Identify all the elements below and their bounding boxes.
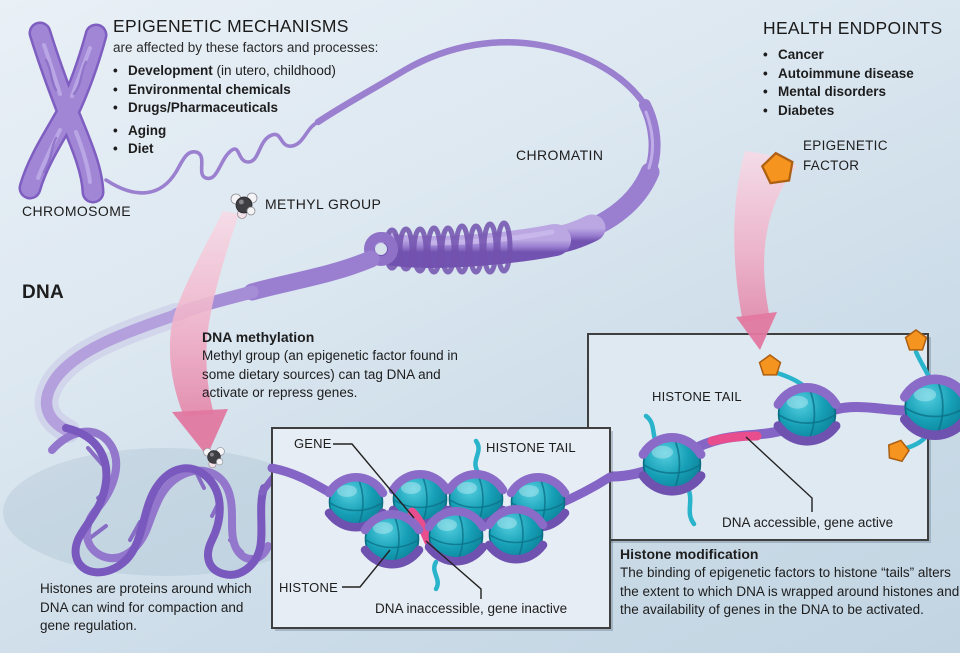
- factor-item: Aging: [113, 122, 378, 141]
- histone-modification-block: Histone modification The binding of epig…: [620, 546, 960, 620]
- health-panel: HEALTH ENDPOINTS Cancer Autoimmune disea…: [763, 18, 943, 120]
- histone-note: Histones are proteins around which DNA c…: [40, 581, 252, 633]
- dna-methylation-arrow: [169, 211, 239, 456]
- mechanisms-title: EPIGENETIC MECHANISMS: [113, 16, 349, 36]
- helix-strand-back: [48, 427, 272, 563]
- gene-label: GENE: [294, 436, 332, 451]
- epigenetic-factor-bound-icon: [904, 329, 928, 351]
- health-item: Autoimmune disease: [763, 65, 943, 84]
- nucleosome: [489, 508, 543, 561]
- mechanisms-panel: EPIGENETIC MECHANISMS are affected by th…: [113, 16, 378, 159]
- dna-methylation-body: Methyl group (an epigenetic factor found…: [202, 348, 458, 400]
- nucleosome: [365, 513, 419, 566]
- methyl-group-label: METHYL GROUP: [265, 196, 382, 212]
- helix-strand-front: [62, 424, 268, 579]
- leader-line-histone: [342, 549, 391, 588]
- nucleosome: [778, 386, 836, 443]
- histone-modification-body: The binding of epigenetic factors to his…: [620, 565, 960, 617]
- chromosome-label: CHROMOSOME: [22, 203, 131, 219]
- dna-helix: [3, 303, 327, 579]
- chromatin-coil: [169, 220, 571, 322]
- active-caption: DNA accessible, gene active: [722, 515, 894, 530]
- leader-line-gene: [333, 443, 415, 519]
- histone-tail-label-inactive: HISTONE TAIL: [486, 440, 576, 455]
- inset-box-inactive: [267, 427, 615, 631]
- health-title: HEALTH ENDPOINTS: [763, 18, 943, 38]
- histone-modification-title: Histone modification: [620, 546, 759, 562]
- dna-label: DNA: [22, 282, 65, 303]
- mechanisms-factor-list: Development (in utero, childhood) Enviro…: [113, 62, 378, 159]
- nucleosome: [643, 436, 701, 493]
- chromosome-illustration: [18, 21, 108, 204]
- inset-box-active: [583, 329, 960, 543]
- mechanisms-subtitle: are affected by these factors and proces…: [113, 40, 379, 55]
- factor-item: Development (in utero, childhood): [113, 62, 378, 81]
- histone-tail: [432, 559, 440, 592]
- health-item: Cancer: [763, 46, 943, 65]
- health-item: Mental disorders: [763, 83, 943, 102]
- factor-item: Drugs/Pharmaceuticals: [113, 99, 378, 118]
- histone-tail: [473, 438, 481, 475]
- dna-methylation-block: DNA methylation Methyl group (an epigene…: [202, 329, 468, 403]
- inactive-caption: DNA inaccessible, gene inactive: [375, 601, 568, 616]
- histone-tail-label-active: HISTONE TAIL: [652, 389, 742, 404]
- active-gene-segment: [707, 431, 762, 446]
- epigenetic-factor-arrow: [734, 151, 797, 350]
- health-item: Diabetes: [763, 102, 943, 121]
- chromatin-label: CHROMATIN: [516, 147, 604, 163]
- nucleosome: [905, 377, 960, 436]
- health-endpoint-list: Cancer Autoimmune disease Mental disorde…: [763, 46, 943, 120]
- epigenetic-factor-label: EPIGENETIC FACTOR: [803, 138, 888, 173]
- dna-methylation-title: DNA methylation: [202, 329, 315, 345]
- nucleosome: [429, 510, 483, 563]
- leader-line-inactive-gene: [425, 540, 482, 599]
- factor-item: Environmental chemicals: [113, 81, 378, 100]
- factor-item: Diet: [113, 140, 378, 159]
- leader-line-active-gene: [745, 436, 813, 512]
- histone-label: HISTONE: [279, 580, 338, 595]
